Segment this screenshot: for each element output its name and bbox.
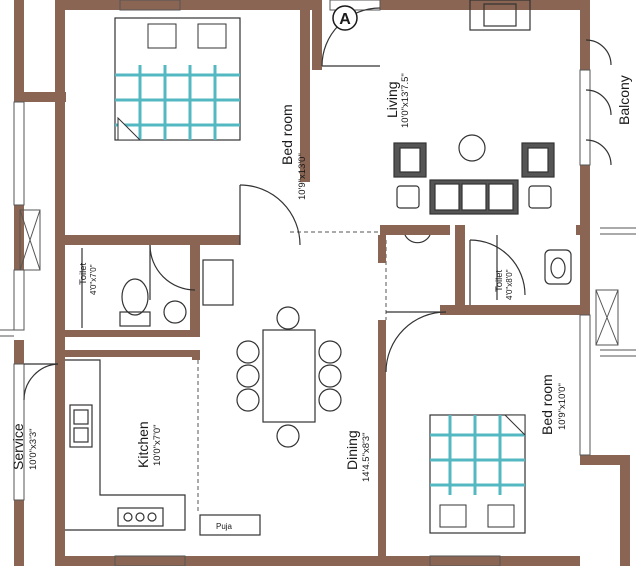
dims-dining: 14'4.5"x8'3" — [361, 433, 372, 482]
label-toilet-right: Toilet — [494, 269, 505, 292]
cabinet-label: Puja — [216, 522, 233, 531]
dims-toilet-right: 4'0"x8'0" — [505, 269, 514, 300]
bed-second — [429, 414, 526, 534]
entry-marker: A — [332, 5, 358, 31]
label-dining: Dining — [344, 430, 360, 470]
dims-service: 10'0"x3'3" — [28, 428, 39, 470]
label-balcony: Balcony — [616, 75, 632, 125]
dims-bedroom-master: 10'9"x13'0" — [297, 153, 308, 200]
label-bedroom-master: Bed room — [279, 104, 295, 165]
entry-marker-letter: A — [339, 11, 351, 28]
dining-table — [236, 306, 342, 448]
bed-master — [114, 17, 241, 141]
label-toilet-left: Toilet — [78, 262, 89, 285]
dims-living: 10'0"x13'7.5" — [400, 73, 411, 128]
dims-toilet-left: 4'0"x7'0" — [89, 264, 98, 295]
dims-kitchen: 10'0"x7'0" — [152, 424, 163, 466]
label-bedroom-second: Bed room — [539, 374, 555, 435]
walls — [14, 0, 630, 566]
living-furniture — [393, 0, 555, 215]
toilet-fixtures — [81, 234, 572, 328]
label-service: Service — [10, 423, 26, 470]
dims-bedroom-second: 10'9"x10'0" — [557, 383, 568, 430]
label-living: Living — [384, 81, 400, 118]
kitchen-counter — [65, 359, 186, 531]
label-kitchen: Kitchen — [135, 421, 151, 468]
